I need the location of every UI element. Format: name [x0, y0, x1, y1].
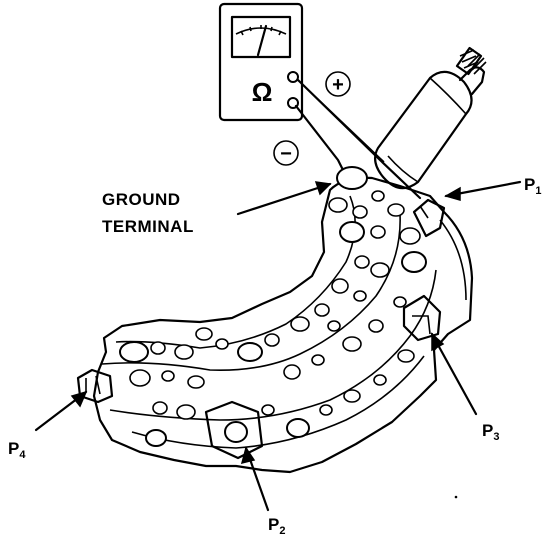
ohm-symbol: Ω	[252, 77, 273, 107]
ground-terminal-hole	[336, 166, 368, 190]
terminal-p1	[412, 198, 446, 238]
rectifier-top-face-edge	[115, 195, 356, 349]
negative-marker: −	[273, 140, 299, 166]
ground-label-line1: GROUND	[102, 190, 181, 209]
label-p3: P3	[482, 421, 499, 443]
ohmmeter-body	[218, 2, 304, 122]
p3-arrow	[430, 332, 478, 416]
plus-symbol: +	[332, 74, 344, 96]
label-p4: P4	[8, 439, 26, 461]
callout-arrows	[34, 180, 522, 512]
ground-terminal-arrow	[236, 182, 332, 216]
ohmmeter-dial	[230, 15, 292, 59]
capacitor	[373, 46, 487, 190]
negative-test-lead	[294, 104, 348, 178]
rectifier-base-edge	[131, 355, 425, 449]
speck	[454, 495, 458, 499]
label-p1: P1	[524, 175, 541, 197]
rectifier-assembly	[76, 166, 474, 474]
terminal-p3	[402, 294, 442, 342]
minus-symbol: −	[280, 143, 292, 165]
positive-jack	[287, 71, 299, 83]
terminal-p2	[204, 400, 264, 460]
positive-test-lead-edge	[301, 83, 385, 163]
label-p2: P2	[268, 515, 285, 537]
ohmmeter: Ω	[218, 2, 304, 122]
ohmmeter-needle	[256, 24, 268, 57]
rectifier-flange-edge	[439, 219, 467, 301]
ground-label-line2: TERMINAL	[102, 217, 194, 236]
ohmmeter-scale-ticks	[240, 25, 282, 36]
rectifier-body	[92, 176, 474, 474]
positive-marker: +	[325, 71, 351, 97]
